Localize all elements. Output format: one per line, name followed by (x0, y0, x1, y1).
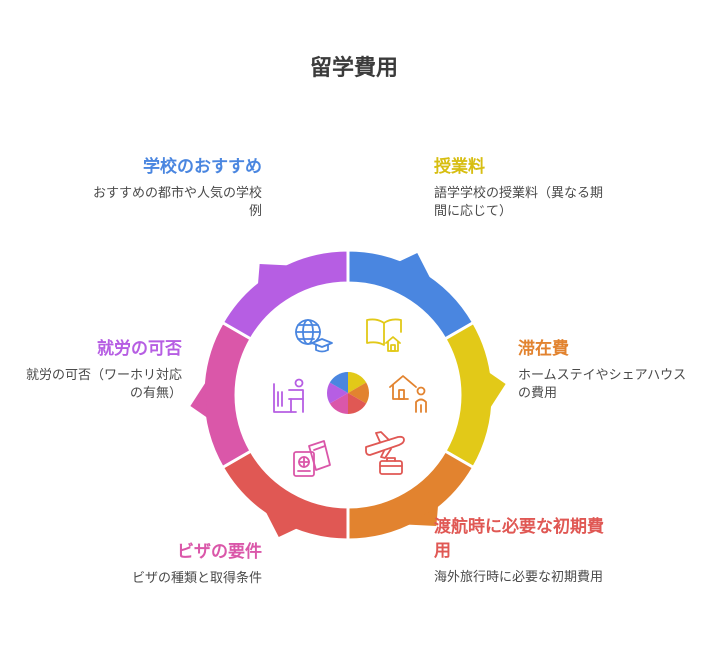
page-title: 留学費用 (309, 56, 398, 81)
school-recommendation-description: おすすめの都市や人気の学校例 (92, 186, 262, 219)
arrow-tuition (489, 372, 506, 408)
worker-desk-icon (273, 378, 304, 413)
arrow-stay (408, 506, 438, 526)
visa-title: ビザの要件 (177, 542, 262, 562)
book-house-icon (366, 318, 402, 352)
wheel-segments (190, 248, 506, 542)
globe-graduation-cap-icon (295, 319, 333, 353)
initial-costs-title: 渡航時に必要な初期費用 (434, 517, 604, 561)
initial-costs-description: 海外旅行時に必要な初期費用 (434, 570, 604, 585)
passport-ticket-icon (293, 440, 331, 477)
airplane-suitcase-icon (365, 431, 405, 475)
label-tuition: 授業料 語学学校の授業料（異なる期間に応じて） (434, 155, 604, 221)
segment-work (220, 248, 350, 342)
accommodation-description: ホームステイやシェアハウスの費用 (518, 368, 687, 401)
work-permission-description: 就労の可否（ワーホリ対応の有無） (25, 368, 182, 401)
label-initial-costs: 渡航時に必要な初期費用 海外旅行時に必要な初期費用 (434, 515, 609, 587)
tuition-title: 授業料 (434, 157, 485, 177)
center-pie-icon (326, 372, 370, 414)
work-permission-title: 就労の可否 (97, 339, 182, 359)
label-visa: ビザの要件 ビザの種類と取得条件 (82, 540, 262, 588)
school-recommendation-title: 学校のおすすめ (143, 157, 262, 177)
label-accommodation: 滞在費 ホームステイやシェアハウスの費用 (518, 337, 693, 403)
accommodation-title: 滞在費 (518, 339, 569, 359)
visa-description: ビザの種類と取得条件 (131, 571, 262, 586)
label-work-permission: 就労の可否 就労の可否（ワーホリ対応の有無） (14, 337, 182, 403)
arrow-school (399, 252, 431, 278)
arrow-travel (265, 512, 297, 538)
arrow-work (258, 264, 288, 284)
label-school-recommendation: 学校のおすすめ おすすめの都市や人気の学校例 (82, 155, 262, 221)
house-person-icon (389, 375, 427, 413)
tuition-description: 語学学校の授業料（異なる期間に応じて） (434, 186, 604, 219)
arrow-visa (190, 382, 207, 418)
